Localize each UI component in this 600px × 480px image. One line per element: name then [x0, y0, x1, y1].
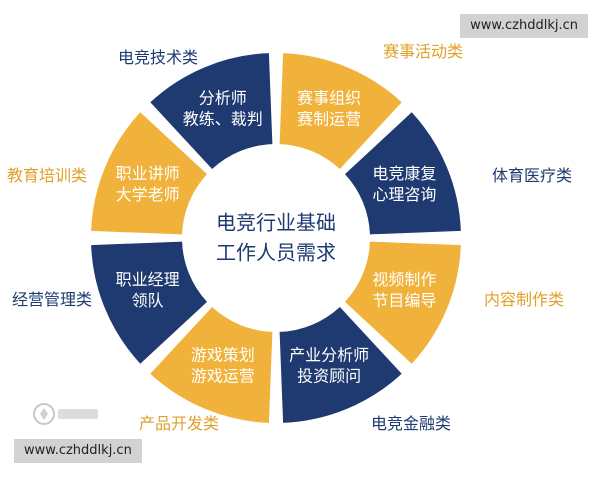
- center-hub: [184, 146, 368, 330]
- ring-segment-manager: [91, 241, 208, 364]
- segment-text-events-1: 赛事组织: [297, 89, 361, 108]
- segment-text-game-1: 游戏策划: [191, 345, 255, 364]
- category-label-content: 内容制作类: [484, 290, 565, 309]
- ring-segment-rehab: [344, 112, 461, 235]
- segment-text-teacher-1: 职业讲师: [116, 164, 180, 183]
- category-label-management: 经营管理类: [12, 290, 93, 309]
- watermark-bottom: www.czhddlkj.cn: [14, 439, 142, 464]
- category-label-education: 教育培训类: [7, 166, 88, 185]
- segment-text-video-1: 视频制作: [372, 270, 436, 289]
- brand-logo: [33, 403, 98, 425]
- segment-text-manager-2: 领队: [132, 291, 164, 310]
- segment-text-rehab-1: 电竞康复: [372, 164, 436, 183]
- ring-segment-game: [150, 306, 273, 423]
- ring-segment-teacher: [91, 112, 208, 235]
- category-label-finance: 电竞金融类: [371, 414, 452, 433]
- segment-text-game-2: 游戏运营: [191, 366, 255, 385]
- center-title-line2: 工作人员需求: [216, 241, 336, 265]
- segment-text-industry-1: 产业分析师: [289, 345, 369, 364]
- category-label-product: 产品开发类: [139, 414, 220, 433]
- category-label-medical: 体育医疗类: [492, 166, 573, 185]
- ring-segment-video: [344, 241, 461, 364]
- watermark-top: www.czhddlkj.cn: [460, 14, 588, 39]
- segment-text-analyst-1: 分析师: [199, 89, 247, 108]
- ring-segment-industry: [279, 306, 402, 423]
- ring-segment-events: [279, 53, 402, 170]
- segment-text-video-2: 节目编导: [372, 291, 436, 310]
- ring-segments: [91, 53, 461, 423]
- segment-text-industry-2: 投资顾问: [297, 366, 361, 385]
- segment-text-teacher-2: 大学老师: [116, 185, 180, 204]
- category-label-tech: 电竞技术类: [118, 48, 199, 67]
- category-label-events: 赛事活动类: [383, 42, 464, 61]
- segment-text-manager-1: 职业经理: [116, 270, 180, 289]
- center-title-line1: 电竞行业基础: [216, 211, 336, 235]
- ring-segment-analyst: [150, 53, 273, 170]
- segment-text-events-2: 赛制运营: [297, 110, 361, 129]
- segment-text-analyst-2: 教练、裁判: [183, 110, 263, 129]
- segment-text-rehab-2: 心理咨询: [372, 185, 436, 204]
